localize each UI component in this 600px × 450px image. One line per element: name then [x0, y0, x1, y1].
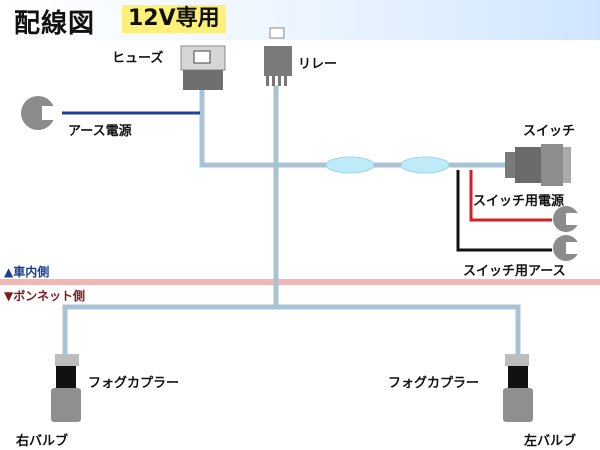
inline-fuse-1: [325, 156, 375, 174]
inline-fuse-2: [400, 156, 450, 174]
bonnet-side-label: ▼ボンネット側: [4, 289, 85, 303]
voltage-badge: 12V専用: [122, 5, 226, 33]
switch-earth-wire: [456, 170, 552, 252]
title-bar: [0, 0, 600, 40]
fog-coupler-label-right: フォグカプラー: [388, 376, 480, 391]
page-title: 配線図: [14, 9, 96, 39]
fog-harness-wire: [62, 304, 521, 361]
right-bulb-icon: [51, 354, 81, 422]
switch-power-terminal-icon: [553, 206, 582, 232]
switch-icon: [505, 144, 571, 186]
cabin-side-label: ▲車内側: [4, 265, 50, 279]
switch-earth-terminal-icon: [553, 235, 582, 261]
switch-earth-label: スイッチ用アース: [463, 264, 566, 279]
earth-power-label: アース電源: [68, 124, 132, 139]
fog-coupler-label-left: フォグカプラー: [88, 376, 180, 391]
switch-label: スイッチ: [523, 124, 576, 139]
fuse-icon: [180, 45, 226, 90]
left-bulb-icon: [503, 354, 533, 422]
fuse-wire: [199, 85, 333, 168]
switch-power-wire: [469, 170, 552, 222]
fuse-label: ヒューズ: [112, 51, 164, 66]
left-bulb-label: 左バルブ: [524, 434, 577, 449]
right-bulb-label: 右バルブ: [16, 434, 69, 449]
relay-label: リレー: [298, 57, 338, 72]
earth-terminal-icon: [21, 96, 62, 130]
relay-icon: [264, 27, 292, 86]
switch-power-label: スイッチ用電源: [473, 194, 565, 209]
cabin-bonnet-divider: [0, 279, 600, 285]
